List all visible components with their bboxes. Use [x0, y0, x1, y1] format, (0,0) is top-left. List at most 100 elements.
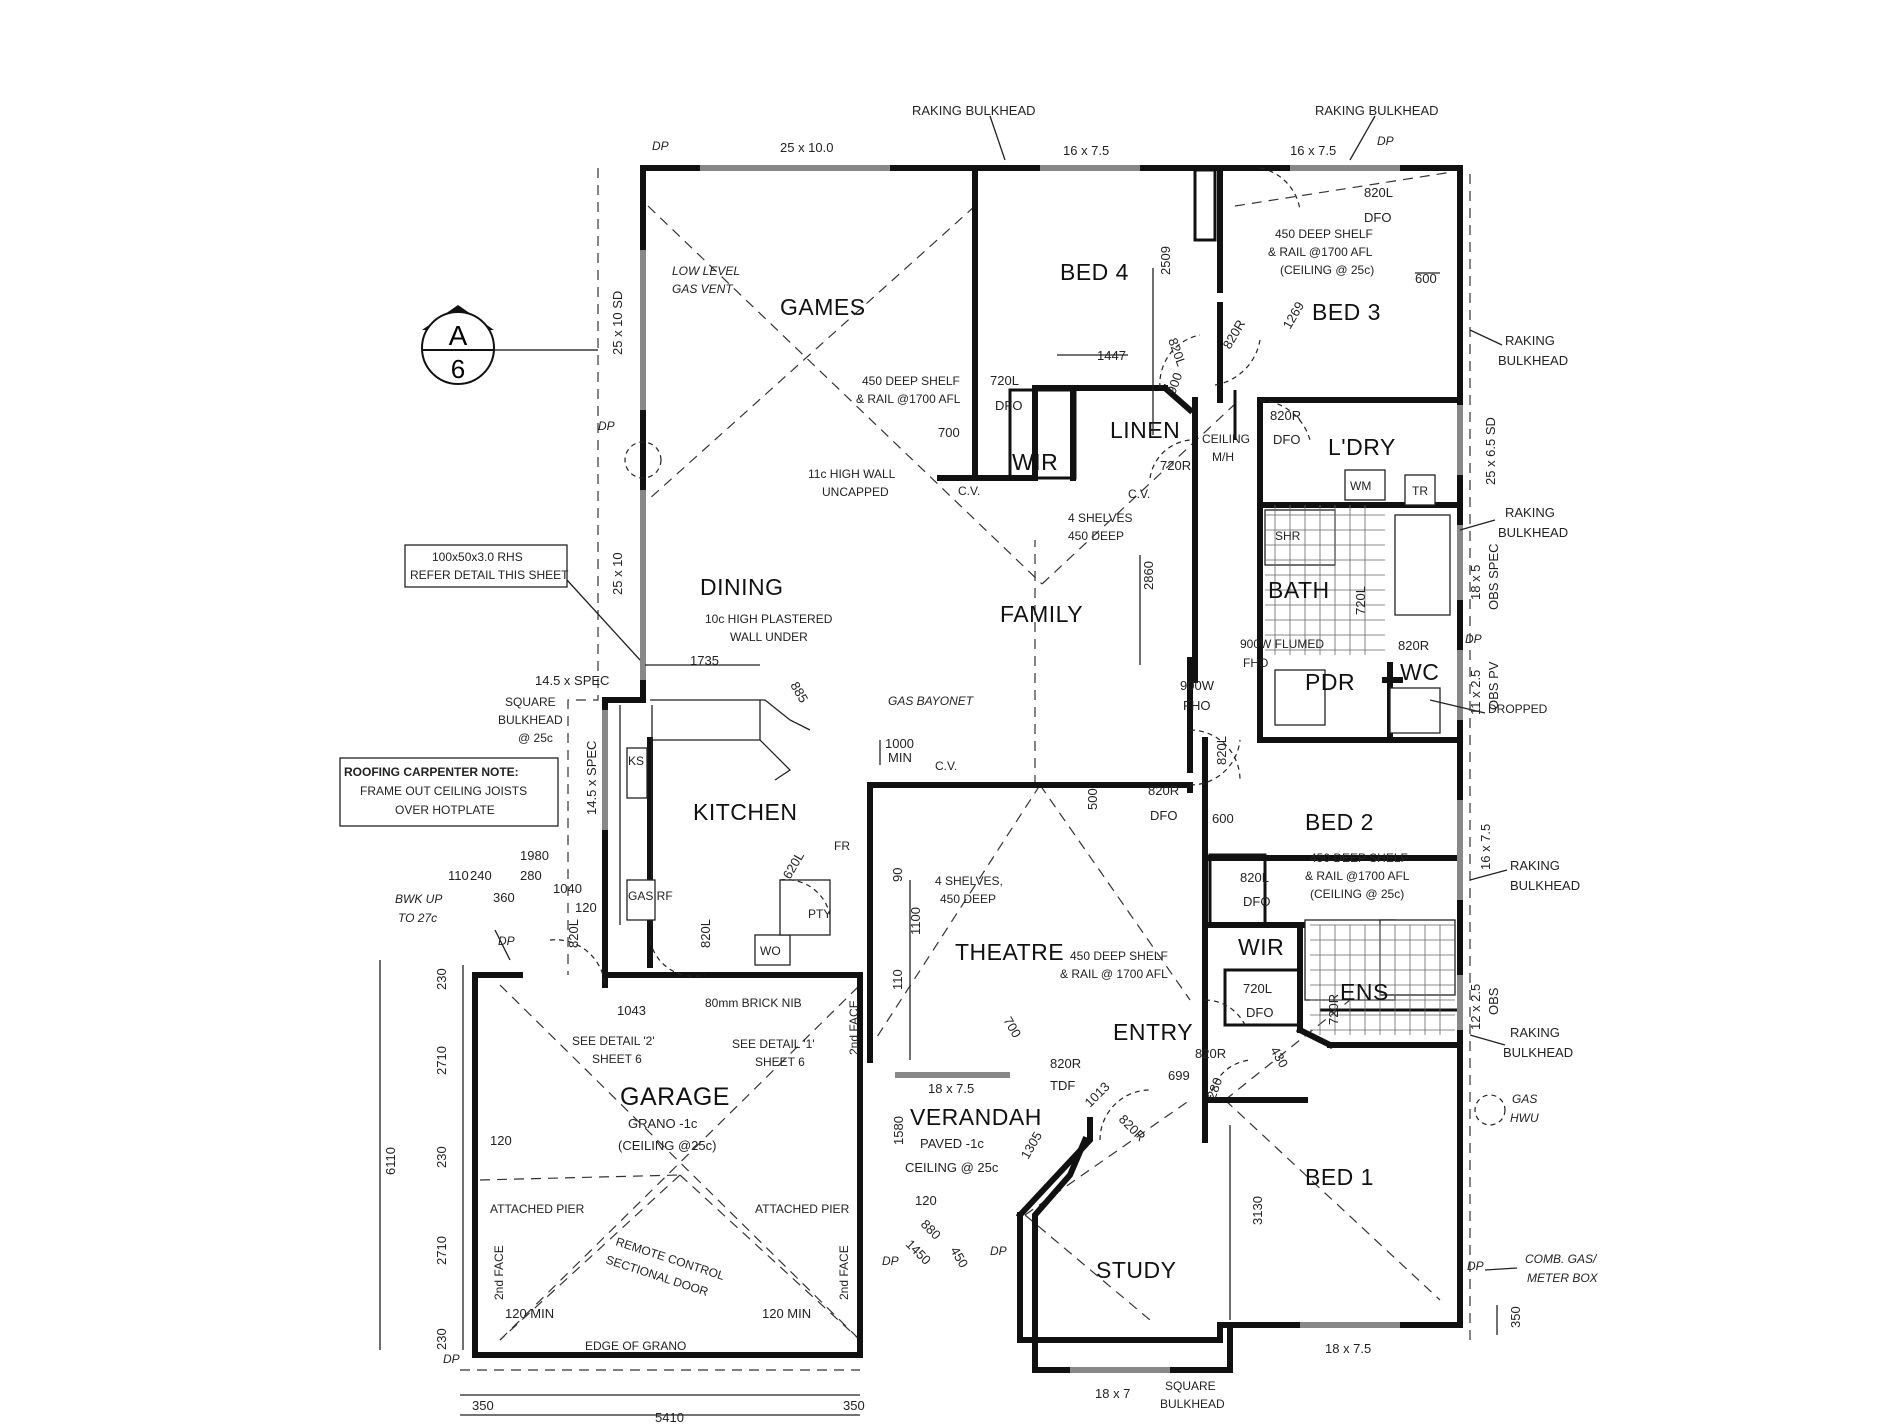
note-fho2-a: 900W FLUMED [1240, 637, 1324, 651]
door-label-cv2: C.V. [1128, 487, 1150, 501]
room-entry: ENTRY [1113, 1019, 1193, 1045]
door-label-d4: 820R [1220, 317, 1249, 351]
dim-1040: 1040 [553, 881, 582, 896]
door-label-dp1: DP [652, 139, 669, 153]
door-label-fr: FR [834, 839, 850, 853]
window-label-right5: 12 x 2.5 [1468, 984, 1483, 1030]
dim-230c: 230 [434, 1328, 449, 1350]
dim-1000b: MIN [888, 750, 912, 765]
note-shelf-wir-b: & RAIL @1700 AFL [856, 392, 961, 406]
door-label-dp6: DP [882, 1254, 899, 1268]
dim-1000: 1000 [885, 736, 914, 751]
room-verandah: VERANDAH [910, 1104, 1042, 1130]
dim-450: 450 [947, 1244, 971, 1270]
door-label-d16: 720R [1326, 994, 1341, 1025]
note-boxes [339, 544, 568, 827]
door-label-dp8: DP [443, 1352, 460, 1366]
dim-1980: 1980 [520, 848, 549, 863]
section-marker-letter: A [449, 320, 468, 351]
door-label-wo: WO [760, 944, 781, 958]
window-label-right3b: OBS PV [1486, 661, 1501, 710]
door-labels: 820L DFO 720L DFO 820L 820R 820R DFO 720… [443, 134, 1484, 1366]
dim-230b: 230 [434, 1146, 449, 1168]
window-label-right2: 18 x 5 [1468, 565, 1483, 600]
note-square-bulkhead-b: BULKHEAD [498, 713, 563, 727]
note-raking-top1: RAKING BULKHEAD [912, 103, 1036, 118]
note-square-bulkhead-c: @ 25c [518, 731, 553, 745]
note-meter-a: COMB. GAS/ [1525, 1252, 1598, 1266]
door-label-gas-rf: GAS RF [628, 889, 673, 903]
room-bath: BATH [1268, 577, 1330, 603]
window-label-top2: 16 x 7.5 [1063, 143, 1109, 158]
note-second-face-r: 2nd FACE [837, 1245, 851, 1300]
note-shelves-linen-b: 450 DEEP [1068, 529, 1124, 543]
note-brick-nib: 80mm BRICK NIB [705, 996, 802, 1010]
note-plastered-b: WALL UNDER [730, 630, 808, 644]
note-wall-uncapped-a: 11c HIGH WALL [808, 467, 896, 481]
note-shelves-pty-b: 450 DEEP [940, 892, 996, 906]
note-verandah-ceiling: CEILING @ 25c [905, 1160, 999, 1175]
dim-120min1: 120 MIN [505, 1306, 554, 1321]
door-label-d2b: DFO [995, 398, 1022, 413]
note-shelf-bed3-a: 450 DEEP SHELF [1275, 227, 1373, 241]
dim-885: 885 [787, 679, 811, 705]
room-wir-ens: WIR [1238, 934, 1284, 960]
note-edge-grano: EDGE OF GRANO [585, 1339, 686, 1353]
note-square-bulkhead-b2: BULKHEAD [1160, 1397, 1225, 1411]
window-labels: 25 x 10.0 16 x 7.5 16 x 7.5 25 x 10 SD 2… [535, 140, 1501, 1401]
door-label-d6: 720R [1160, 458, 1191, 473]
room-garage: GARAGE [620, 1083, 730, 1111]
note-raking-r4b: BULKHEAD [1503, 1045, 1573, 1060]
rake-lines [479, 171, 1453, 1341]
room-bed1: BED 1 [1305, 1164, 1374, 1190]
note-raking-r1a: RAKING [1505, 333, 1555, 348]
note-detail2-a: SEE DETAIL '2' [572, 1034, 655, 1048]
room-bed3: BED 3 [1312, 299, 1381, 325]
door-label-dp7: DP [990, 1244, 1007, 1258]
dim-500: 500 [1085, 788, 1100, 810]
note-fho2-b: FHO [1243, 656, 1268, 670]
window-label-right4: 16 x 7.5 [1478, 824, 1493, 870]
door-label-shr: SHR [1275, 529, 1301, 543]
door-label-d1b: DFO [1364, 210, 1391, 225]
door-label-d18b: TDF [1050, 1078, 1075, 1093]
window-label-bottom2: 18 x 7 [1095, 1386, 1130, 1401]
door-label-d19: 820R [1116, 1112, 1149, 1145]
dim-430: 430 [1267, 1044, 1291, 1070]
door-label-dp3: DP [598, 419, 615, 433]
section-marker: A 6 [421, 305, 598, 385]
window-label-right3: 11 x 2.5 [1468, 670, 1483, 715]
dim-350c: 350 [1508, 1306, 1523, 1328]
door-label-d13: 820L [698, 919, 713, 948]
room-family: FAMILY [1000, 601, 1083, 627]
note-shelf-bed2-a: 450 DEEP SHELF [1310, 851, 1408, 865]
note-second-face-l: 2nd FACE [492, 1245, 506, 1300]
note-detail1-a: SEE DETAIL '1' [732, 1037, 815, 1051]
door-swings [549, 167, 1506, 1141]
room-dining: DINING [700, 574, 784, 600]
room-laundry: L'DRY [1328, 434, 1396, 460]
dim-110b: 110 [890, 969, 905, 990]
note-gas-hwu-b: HWU [1510, 1111, 1539, 1125]
door-label-d1: 820L [1364, 185, 1393, 200]
door-label-ks: KS [628, 754, 644, 768]
note-rhs-a: 100x50x3.0 RHS [432, 550, 523, 564]
dimension-labels: 1447 2509 1269 600 700 2860 1735 885 100… [383, 246, 1523, 1425]
door-label-d11b: DFO [1243, 894, 1270, 909]
window-label-left2: 25 x 10 [610, 552, 625, 595]
note-attached-pier-r: ATTACHED PIER [755, 1202, 850, 1216]
note-raking-top2: RAKING BULKHEAD [1315, 103, 1439, 118]
kitchen-benches [619, 469, 1456, 1001]
window-label-bottom1: 18 x 7.5 [1325, 1341, 1371, 1356]
dim-700a: 700 [938, 425, 960, 440]
note-shelves-pty-a: 4 SHELVES, [935, 874, 1003, 888]
note-low-level-b: GAS VENT [672, 282, 734, 296]
window-label-right5b: OBS [1486, 987, 1501, 1015]
note-detail2-b: SHEET 6 [592, 1052, 642, 1066]
door-label-d15b: DFO [1246, 1005, 1273, 1020]
leader-lines [494, 115, 1518, 1271]
room-ens: ENS [1340, 979, 1389, 1005]
note-ceiling-mh-a: CEILING [1202, 432, 1250, 446]
eave-lines [460, 168, 1471, 1371]
